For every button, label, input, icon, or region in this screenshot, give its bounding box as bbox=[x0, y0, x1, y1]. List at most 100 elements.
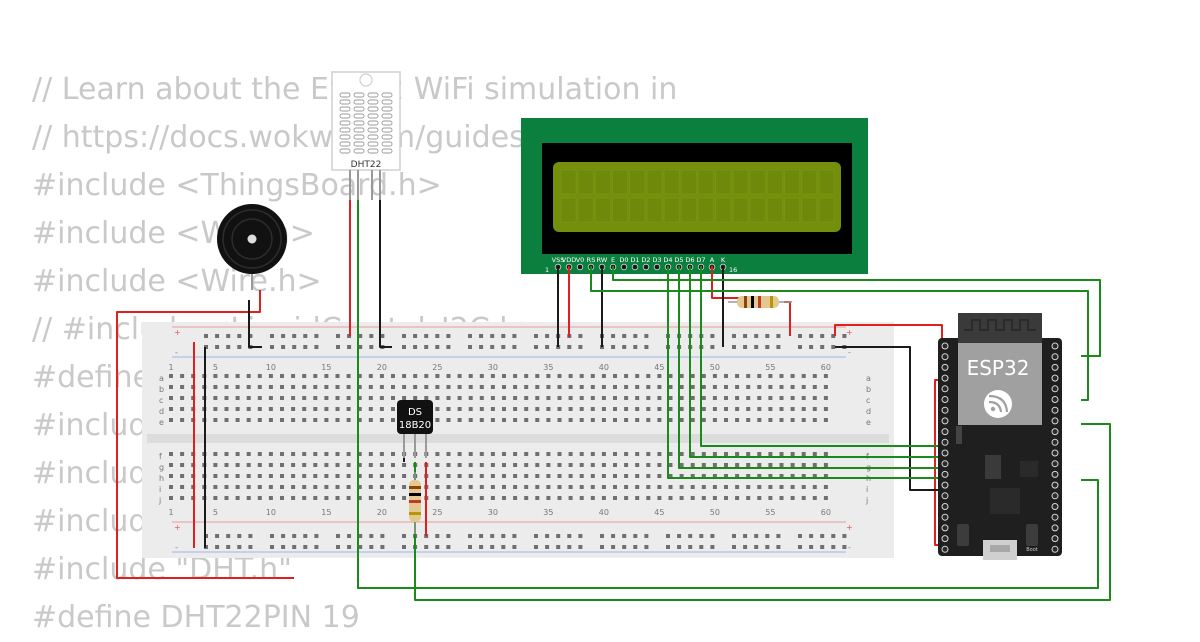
breadboard-hole[interactable] bbox=[268, 385, 273, 389]
breadboard-hole[interactable] bbox=[446, 452, 451, 456]
breadboard-hole[interactable] bbox=[779, 418, 784, 422]
esp32-pin-left[interactable] bbox=[941, 449, 949, 457]
breadboard-hole[interactable] bbox=[280, 385, 284, 389]
breadboard-hole[interactable] bbox=[690, 396, 695, 400]
breadboard-rail-hole[interactable] bbox=[699, 534, 704, 538]
breadboard-hole[interactable] bbox=[213, 452, 218, 456]
breadboard-hole[interactable] bbox=[302, 474, 307, 478]
breadboard-hole[interactable] bbox=[546, 452, 551, 456]
breadboard-hole[interactable] bbox=[357, 485, 362, 489]
buzzer-gnd-wire[interactable] bbox=[248, 300, 262, 348]
breadboard-hole[interactable] bbox=[746, 474, 751, 478]
breadboard-hole[interactable] bbox=[790, 496, 795, 500]
breadboard-rail-hole[interactable] bbox=[765, 345, 770, 349]
breadboard-rail-hole[interactable] bbox=[226, 345, 231, 349]
breadboard-hole[interactable] bbox=[357, 385, 362, 389]
ds18b20-sensor[interactable]: DS 18B20 bbox=[397, 400, 433, 458]
breadboard-hole[interactable] bbox=[368, 485, 373, 489]
breadboard-hole[interactable] bbox=[601, 385, 606, 389]
breadboard-hole[interactable] bbox=[635, 418, 640, 422]
breadboard-hole[interactable] bbox=[335, 418, 340, 422]
breadboard-hole[interactable] bbox=[635, 407, 640, 411]
breadboard-hole[interactable] bbox=[579, 474, 584, 478]
breadboard-hole[interactable] bbox=[346, 485, 351, 489]
breadboard-hole[interactable] bbox=[479, 418, 484, 422]
breadboard-hole[interactable] bbox=[324, 407, 329, 411]
breadboard-rail-hole[interactable] bbox=[237, 534, 242, 538]
breadboard-rail-hole[interactable] bbox=[413, 345, 418, 349]
breadboard-rail-hole[interactable] bbox=[369, 534, 374, 538]
breadboard-hole[interactable] bbox=[335, 374, 340, 378]
breadboard-hole[interactable] bbox=[302, 418, 307, 422]
breadboard-hole[interactable] bbox=[235, 496, 240, 500]
breadboard-hole[interactable] bbox=[557, 396, 562, 400]
breadboard-hole[interactable] bbox=[768, 385, 773, 389]
breadboard-hole[interactable] bbox=[302, 374, 307, 378]
breadboard-rail-hole[interactable] bbox=[611, 334, 616, 338]
breadboard-rail-hole[interactable] bbox=[248, 534, 253, 538]
breadboard-hole[interactable] bbox=[568, 407, 573, 411]
breadboard-hole[interactable] bbox=[246, 418, 251, 422]
breadboard-hole[interactable] bbox=[391, 485, 395, 489]
breadboard-hole[interactable] bbox=[346, 374, 351, 378]
breadboard-hole[interactable] bbox=[479, 452, 484, 456]
resistor-horizontal[interactable] bbox=[728, 296, 792, 308]
breadboard-hole[interactable] bbox=[502, 496, 506, 500]
breadboard-rail-hole[interactable] bbox=[556, 534, 561, 538]
breadboard-hole[interactable] bbox=[768, 396, 773, 400]
breadboard-hole[interactable] bbox=[657, 418, 662, 422]
breadboard-hole[interactable] bbox=[546, 474, 551, 478]
breadboard-hole[interactable] bbox=[601, 374, 606, 378]
breadboard-rail-hole[interactable] bbox=[303, 334, 308, 338]
breadboard-rail-hole[interactable] bbox=[809, 345, 814, 349]
breadboard-hole[interactable] bbox=[557, 418, 562, 422]
breadboard-rail-hole[interactable] bbox=[292, 545, 297, 549]
breadboard-hole[interactable] bbox=[257, 407, 262, 411]
breadboard-rail-hole[interactable] bbox=[765, 545, 770, 549]
breadboard-hole[interactable] bbox=[313, 485, 318, 489]
breadboard-hole[interactable] bbox=[291, 485, 296, 489]
breadboard-hole[interactable] bbox=[801, 385, 806, 389]
breadboard-rail-hole[interactable] bbox=[820, 334, 825, 338]
esp32-pin-right[interactable] bbox=[1051, 406, 1059, 414]
breadboard-hole[interactable] bbox=[180, 474, 185, 478]
breadboard-hole[interactable] bbox=[668, 385, 673, 389]
breadboard-hole[interactable] bbox=[235, 374, 240, 378]
breadboard-hole[interactable] bbox=[757, 396, 762, 400]
breadboard-rail-hole[interactable] bbox=[237, 345, 242, 349]
breadboard-rail-hole[interactable] bbox=[611, 534, 616, 538]
breadboard-rail-hole[interactable] bbox=[435, 534, 440, 538]
breadboard-rail-hole[interactable] bbox=[831, 334, 836, 338]
breadboard-hole[interactable] bbox=[468, 385, 473, 389]
breadboard-rail-hole[interactable] bbox=[633, 334, 638, 338]
breadboard-rail-hole[interactable] bbox=[226, 334, 231, 338]
breadboard-hole[interactable] bbox=[335, 496, 340, 500]
breadboard-hole[interactable] bbox=[646, 418, 651, 422]
breadboard-hole[interactable] bbox=[479, 474, 484, 478]
breadboard-hole[interactable] bbox=[624, 474, 629, 478]
breadboard-hole[interactable] bbox=[391, 374, 395, 378]
breadboard-hole[interactable] bbox=[280, 463, 284, 467]
breadboard-hole[interactable] bbox=[280, 474, 284, 478]
breadboard-hole[interactable] bbox=[668, 485, 673, 489]
breadboard-hole[interactable] bbox=[368, 396, 373, 400]
breadboard-hole[interactable] bbox=[601, 496, 606, 500]
breadboard-rail-hole[interactable] bbox=[831, 545, 836, 549]
breadboard-rail-hole[interactable] bbox=[248, 545, 253, 549]
breadboard-rail-hole[interactable] bbox=[512, 545, 517, 549]
breadboard-hole[interactable] bbox=[546, 396, 551, 400]
breadboard-rail-hole[interactable] bbox=[248, 334, 253, 338]
ds18b20-data-wire[interactable] bbox=[414, 423, 1111, 601]
breadboard-hole[interactable] bbox=[379, 452, 384, 456]
breadboard-hole[interactable] bbox=[712, 407, 717, 411]
breadboard-hole[interactable] bbox=[779, 374, 784, 378]
breadboard-hole[interactable] bbox=[712, 463, 717, 467]
breadboard-hole[interactable] bbox=[635, 374, 640, 378]
breadboard-rail-hole[interactable] bbox=[479, 545, 484, 549]
breadboard-hole[interactable] bbox=[291, 496, 296, 500]
breadboard-rail-hole[interactable] bbox=[831, 345, 836, 349]
breadboard-rail-hole[interactable] bbox=[270, 534, 274, 538]
breadboard-rail-hole[interactable] bbox=[633, 345, 638, 349]
breadboard-hole[interactable] bbox=[635, 452, 640, 456]
breadboard-rail-hole[interactable] bbox=[358, 534, 363, 538]
